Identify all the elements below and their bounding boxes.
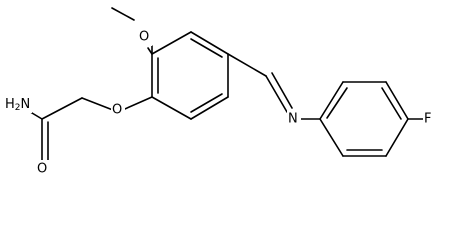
carbonyl-o-label-bg: [36, 160, 50, 178]
fluorine-label-bg: [423, 110, 435, 128]
ring-a-bond-5: [190, 96, 229, 120]
ring-b-bond-1: [319, 81, 344, 120]
bond-ch-n-double: [271, 72, 293, 109]
ring-a-bond-6: [151, 96, 192, 120]
ring-a-bond-5-inner: [190, 93, 223, 113]
ether-o-label: O: [112, 103, 122, 118]
amide-n-label-bg: [4, 95, 32, 113]
ring-b-bond-4: [385, 118, 409, 157]
ring-b-bond-3-inner: [381, 87, 402, 120]
fluorine-label: F: [424, 112, 431, 127]
atom-labels: H2N O O O N F: [4, 28, 435, 178]
ring-a-bond-3-inner: [190, 38, 223, 58]
ring-a-bond-2: [151, 31, 192, 55]
bond-c-ch2: [41, 97, 83, 120]
bond-methoxy-o-ring: [147, 47, 153, 55]
bond-lines: [21, 7, 425, 163]
carbonyl-o-label: O: [37, 162, 47, 177]
methoxy-o-label-bg: [138, 28, 152, 46]
ring-b-bond-3: [385, 81, 409, 120]
chemical-structure-diagram: H2N O O O N F: [4, 7, 435, 178]
bond-ch-n: [265, 75, 288, 113]
ring-a-bond-3: [190, 31, 229, 55]
imine-n-label-bg: [287, 110, 301, 128]
ether-o-label-bg: [111, 101, 125, 119]
ring-b-bond-6: [319, 118, 344, 157]
bond-ring-ch: [227, 53, 267, 77]
imine-n-label: N: [288, 112, 298, 127]
ring-b-bond-1-inner: [326, 87, 348, 119]
bond-methoxy-o-ch3: [111, 7, 135, 21]
methoxy-o-label: O: [139, 30, 149, 45]
amide-n-label: H2N: [5, 97, 30, 114]
